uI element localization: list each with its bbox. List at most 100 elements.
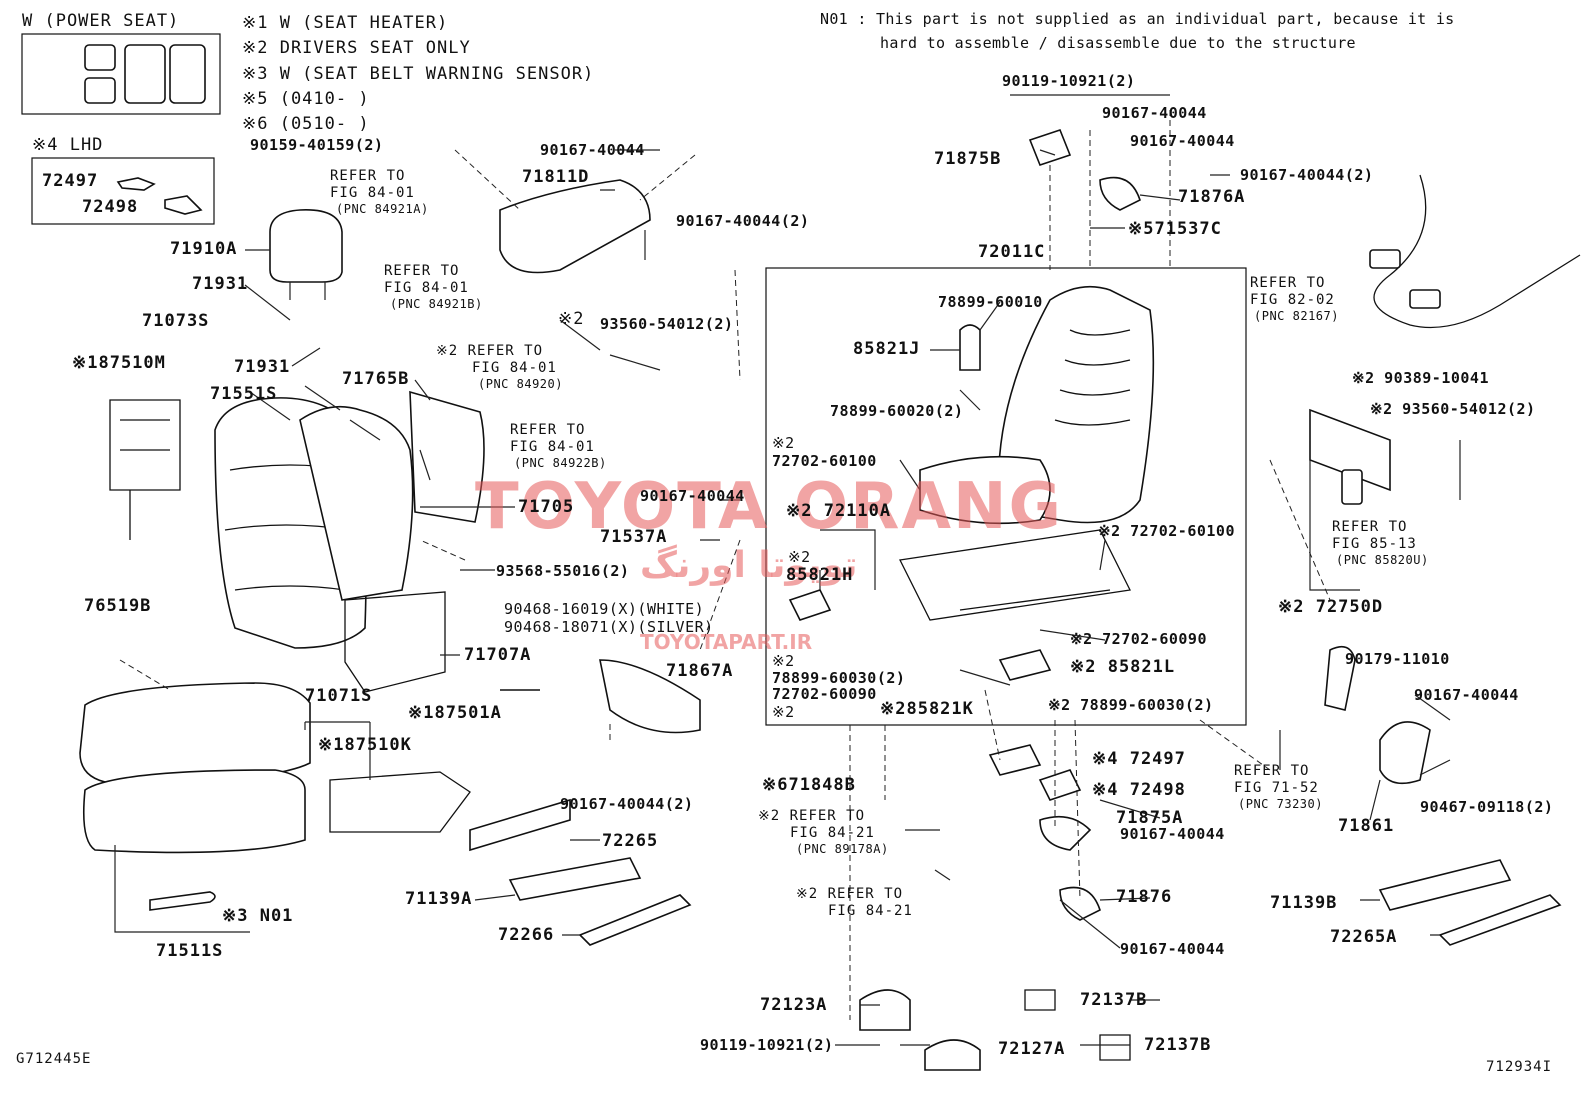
part-90167-mid: 90167-40044 bbox=[640, 487, 745, 505]
refer-82167-1: REFER TO bbox=[1250, 275, 1326, 291]
part-90159-40159: 90159-40159(2) bbox=[250, 136, 384, 154]
part-72702-60090-a: 72702-60090 bbox=[772, 685, 877, 703]
seat-heater-drawing bbox=[329, 771, 471, 833]
seat-side-cover-drawing bbox=[499, 179, 651, 274]
refer-84922b-2: FIG 84-01 bbox=[510, 439, 595, 455]
part-71910a: 71910A bbox=[170, 239, 238, 259]
part-85821h: 85821H bbox=[786, 565, 854, 585]
refer-89178a-3: (PNC 89178A) bbox=[796, 842, 889, 856]
refer-84921b-2: FIG 84-01 bbox=[384, 280, 469, 296]
watermark-persian: تویوتا اورنگ bbox=[640, 545, 858, 586]
part-71765b: 71765B bbox=[342, 369, 410, 389]
motor-85821h-drawing bbox=[788, 589, 832, 621]
note-x2-a: ※2 bbox=[558, 309, 585, 329]
leg-cover-72123a-drawing bbox=[859, 989, 911, 1031]
part-71139a: 71139A bbox=[405, 889, 473, 909]
part-71931-b: 71931 bbox=[234, 357, 291, 377]
part-90468-white: 90468-16019(X)(WHITE) bbox=[504, 600, 705, 618]
part-71071s: 71071S bbox=[305, 686, 373, 706]
part-85821l: ※2 85821L bbox=[1070, 657, 1176, 677]
part-76519b: 76519B bbox=[84, 596, 152, 616]
part-78899-60010: 78899-60010 bbox=[938, 293, 1043, 311]
part-85821k: ※285821K bbox=[880, 699, 974, 719]
refer-84921a-1: REFER TO bbox=[330, 168, 406, 184]
part-71876: 71876 bbox=[1116, 887, 1173, 907]
leg-cover-72137b-1-drawing bbox=[1024, 989, 1056, 1011]
part-90119-top: 90119-10921(2) bbox=[1002, 72, 1136, 90]
refer-84922b-3: (PNC 84922B) bbox=[514, 456, 607, 470]
seat-belt-buckle-drawing bbox=[1324, 645, 1356, 711]
sensor-n01-drawing bbox=[149, 891, 216, 911]
hinge-cover-71876a-drawing bbox=[1099, 176, 1141, 211]
cushion-shield-drawing bbox=[599, 659, 701, 734]
part-72110a: ※2 72110A bbox=[786, 501, 892, 521]
seatback-board-drawing bbox=[409, 390, 485, 523]
seatback-pad-lower-drawing bbox=[344, 591, 446, 693]
part-71537c: ※571537C bbox=[1128, 219, 1222, 239]
seat-adjuster-drawing bbox=[899, 529, 1131, 621]
part-72011c: 72011C bbox=[978, 242, 1046, 262]
part-90467: 90467-09118(2) bbox=[1420, 798, 1554, 816]
wire-harness-drawing bbox=[1373, 174, 1581, 329]
lhd-title: ※4 LHD bbox=[32, 135, 104, 155]
part-71811d: 71811D bbox=[522, 167, 590, 187]
note-x2-d: ※2 bbox=[772, 652, 795, 670]
part-90167-r5: 90167-40044 bbox=[1120, 825, 1225, 843]
part-85821j: 85821J bbox=[853, 339, 921, 359]
seat-cushion-cover-drawing bbox=[79, 682, 311, 784]
seat-cushion-pad-drawing bbox=[82, 769, 306, 854]
lhd-part-72497: 72497 bbox=[42, 171, 99, 191]
part-93568: 93568-55016(2) bbox=[496, 562, 630, 580]
part-71537a: 71537A bbox=[600, 527, 668, 547]
refer-89178a-1: ※2 REFER TO bbox=[758, 808, 866, 824]
part-72702-60100-b: ※2 72702-60100 bbox=[1098, 522, 1235, 540]
power-seat-title: W (POWER SEAT) bbox=[22, 11, 180, 31]
part-72137b-2: 72137B bbox=[1144, 1035, 1212, 1055]
rail-cover-71139a-drawing bbox=[508, 857, 642, 901]
seatback-mat-drawing bbox=[109, 399, 181, 540]
part-71551s: 71551S bbox=[210, 384, 278, 404]
rail-cover-72265a-drawing bbox=[1438, 894, 1562, 946]
part-72137b-1: 72137B bbox=[1080, 990, 1148, 1010]
part-71511s: 71511S bbox=[156, 941, 224, 961]
part-187510k: ※187510K bbox=[318, 735, 412, 755]
rail-cover-71139b-drawing bbox=[1378, 859, 1512, 911]
part-90119-bottom: 90119-10921(2) bbox=[700, 1036, 834, 1054]
refer-84920-1: ※2 REFER TO bbox=[436, 343, 544, 359]
refer-8421-b-1: ※2 REFER TO bbox=[796, 886, 904, 902]
part-90389: ※2 90389-10041 bbox=[1352, 369, 1489, 387]
part-71867a: 71867A bbox=[666, 661, 734, 681]
refer-85820u-1: REFER TO bbox=[1332, 519, 1408, 535]
part-90167-r2: 90167-40044 bbox=[1130, 132, 1235, 150]
refer-73230-2: FIG 71-52 bbox=[1234, 780, 1319, 796]
part-72702-60100-a: 72702-60100 bbox=[772, 452, 877, 470]
part-72127a: 72127A bbox=[998, 1039, 1066, 1059]
part-93560-a: 93560-54012(2) bbox=[600, 315, 734, 333]
part-90167-r1: 90167-40044 bbox=[1102, 104, 1207, 122]
lhd-part-72498-drawing bbox=[164, 195, 203, 215]
part-72265a: 72265A bbox=[1330, 927, 1398, 947]
note-2: ※2 DRIVERS SEAT ONLY bbox=[242, 38, 471, 58]
watermark-site: TOYOTAPART.IR bbox=[640, 630, 813, 654]
note-x2-b: ※2 bbox=[772, 434, 795, 452]
refer-84920-3: (PNC 84920) bbox=[478, 377, 563, 391]
lhd-box bbox=[31, 157, 215, 225]
note-3: ※3 W (SEAT BELT WARNING SENSOR) bbox=[242, 64, 595, 84]
part-90167-2a: 90167-40044(2) bbox=[676, 212, 810, 230]
footer-right-code: 712934I bbox=[1486, 1059, 1553, 1075]
watermark-main: TOYOTA ORANG bbox=[475, 470, 1064, 544]
part-72750d: ※2 72750D bbox=[1278, 597, 1384, 617]
note-6: ※6 (0510- ) bbox=[242, 114, 370, 134]
part-72498: ※4 72498 bbox=[1092, 780, 1186, 800]
part-71705: 71705 bbox=[518, 497, 575, 517]
rail-cover-72265-drawing bbox=[469, 798, 571, 852]
hinge-cover-71875b-drawing bbox=[1028, 129, 1072, 166]
refer-84921b-1: REFER TO bbox=[384, 263, 460, 279]
part-71875a: 71875A bbox=[1116, 808, 1184, 828]
seat-frame-cushion-drawing bbox=[919, 455, 1051, 525]
part-78899-60020: 78899-60020(2) bbox=[830, 402, 964, 420]
n01-note-line1: N01 : This part is not supplied as an in… bbox=[820, 10, 1455, 28]
leg-cover-72127a-drawing bbox=[924, 1039, 981, 1071]
part-90468-silver: 90468-18071(X)(SILVER) bbox=[504, 618, 714, 636]
part-187510m: ※187510M bbox=[72, 353, 166, 373]
